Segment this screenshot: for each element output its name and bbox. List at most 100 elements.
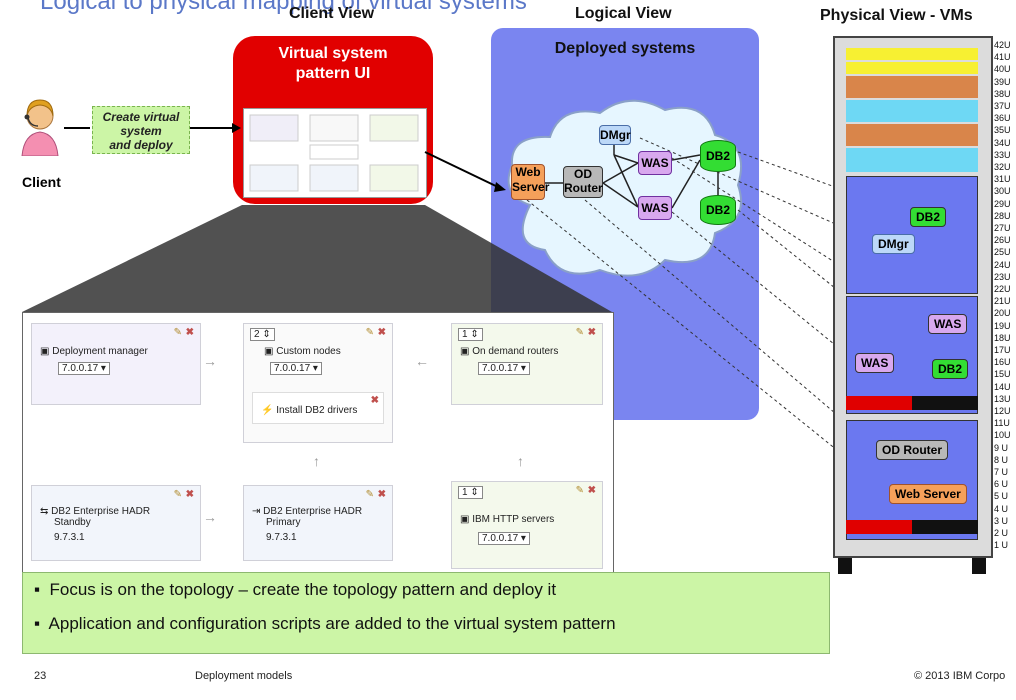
- close-icon[interactable]: ✖: [377, 327, 386, 338]
- client-label: Client: [22, 174, 61, 190]
- bullet-1: ▪ Focus is on the topology – create the …: [34, 580, 557, 599]
- script-install-db2[interactable]: ✖ ⚡ Install DB2 drivers: [252, 392, 384, 424]
- rack-unit-label: 5 U: [994, 491, 1009, 502]
- close-icon[interactable]: ✖: [370, 395, 379, 406]
- tile-title-text: DB2 Enterprise HADR: [263, 506, 363, 517]
- version-value: 7.0.0.17: [482, 533, 519, 544]
- rack-band-cyan-2: [846, 148, 978, 172]
- edit-icon[interactable]: ✎: [173, 489, 182, 500]
- rack-unit-label: 32U: [994, 162, 1011, 172]
- rack-band-orange-1: [846, 76, 978, 98]
- script-title-text: Install DB2 drivers: [276, 405, 358, 416]
- edit-icon[interactable]: ✎: [365, 327, 374, 338]
- close-icon[interactable]: ✖: [185, 489, 194, 500]
- vm-was-a: WAS: [928, 314, 968, 334]
- close-icon[interactable]: ✖: [185, 327, 194, 338]
- tile-db2-primary[interactable]: ✎✖ ⇥ DB2 Enterprise HADR Primary 9.7.3.1: [243, 485, 393, 561]
- count-value: 2: [254, 329, 260, 340]
- thumbnail-drawing: [249, 114, 419, 192]
- tile-od-routers[interactable]: 1 ⇕ ✎✖ ▣ On demand routers 7.0.0.17 ▾: [451, 323, 603, 405]
- close-icon[interactable]: ✖: [587, 327, 596, 338]
- rack-unit-label: 30U: [994, 186, 1011, 197]
- rack-unit-label: 18U: [994, 332, 1011, 343]
- rack-unit-label: 2 U: [994, 528, 1009, 538]
- version-select[interactable]: 7.0.0.17 ▾: [478, 532, 530, 545]
- arrow-up-1: ↑: [313, 453, 320, 469]
- rack-foot-right: [972, 558, 986, 574]
- web-line-2: Server: [512, 180, 550, 194]
- close-icon[interactable]: ✖: [377, 489, 386, 500]
- logical-view-header: Logical View: [575, 5, 672, 22]
- vm-web-server: Web Server: [889, 484, 967, 504]
- rack-unit-label: 38U: [994, 88, 1011, 99]
- notes-box: [22, 572, 830, 654]
- rack-unit-label: 36U: [994, 113, 1011, 124]
- edit-icon[interactable]: ✎: [575, 327, 584, 338]
- rack-foot-left: [838, 558, 852, 574]
- tile-deployment-manager[interactable]: ✎✖ ▣ Deployment manager 7.0.0.17 ▾: [31, 323, 201, 405]
- version-select[interactable]: 7.0.0.17 ▾: [58, 362, 110, 375]
- tile-title-line-2: Primary: [266, 517, 301, 528]
- count-stepper[interactable]: 2 ⇕: [250, 328, 275, 341]
- logical-db2-1: DB2: [700, 140, 736, 172]
- version-select[interactable]: 7.0.0.17 ▾: [270, 362, 322, 375]
- tile-db2-standby[interactable]: ✎✖ ⇆ DB2 Enterprise HADR Standby 9.7.3.1: [31, 485, 201, 561]
- rack-unit-label: 24U: [994, 259, 1011, 270]
- rack-unit-label: 33U: [994, 149, 1011, 160]
- vm-dmgr: DMgr: [872, 234, 915, 254]
- slide-title: Logical to physical mapping of virtual s…: [40, 0, 527, 15]
- rack-unit-label: 41U: [994, 52, 1011, 63]
- rack-unit-label: 14U: [994, 381, 1011, 392]
- client-view-header: Client View: [289, 5, 375, 22]
- create-line-3: and deploy: [109, 138, 173, 152]
- vm-db2-top: DB2: [910, 207, 947, 227]
- physical-view-header: Physical View - VMs: [820, 7, 973, 24]
- arrow-right-2: →: [203, 509, 217, 525]
- rack-unit-label: 26U: [994, 235, 1011, 246]
- rack-host-2-red: [846, 396, 912, 410]
- footer-section: Deployment models: [195, 670, 293, 682]
- arrow-left-1: ←: [415, 353, 429, 369]
- count-stepper[interactable]: 1 ⇕: [458, 328, 483, 341]
- tile-title-text: Deployment manager: [52, 346, 148, 357]
- version-select[interactable]: 7.0.0.17 ▾: [478, 362, 530, 375]
- edit-icon[interactable]: ✎: [365, 489, 374, 500]
- rack-unit-label: 39U: [994, 76, 1011, 87]
- od-line-1: OD: [574, 167, 592, 181]
- logical-dmgr: DMgr: [599, 125, 631, 145]
- rack-unit-label: 1 U: [994, 540, 1009, 551]
- vm-db2-low: DB2: [932, 359, 969, 379]
- tile-custom-nodes[interactable]: 2 ⇕ ✎✖ ▣ Custom nodes 7.0.0.17 ▾ ✖ ⚡ Ins…: [243, 323, 393, 443]
- edit-icon[interactable]: ✎: [575, 485, 584, 496]
- tile-ihs[interactable]: 1 ⇕ ✎✖ ▣ IBM HTTP servers 7.0.0.17 ▾: [451, 481, 603, 569]
- tile-version: 9.7.3.1: [266, 532, 297, 543]
- rack-unit-label: 31U: [994, 174, 1011, 185]
- rack-unit-label: 25U: [994, 247, 1011, 258]
- tile-title: ▣ Custom nodes: [264, 346, 341, 357]
- rack-host-3-red: [846, 520, 912, 534]
- tile-title: ⇥ DB2 Enterprise HADR Primary 9.7.3.1: [252, 506, 362, 543]
- arrow-up-2: ↑: [517, 453, 524, 469]
- tile-version: 9.7.3.1: [54, 532, 85, 543]
- rack-unit-label: 42U: [994, 40, 1011, 50]
- rack-unit-label: 10U: [994, 430, 1011, 441]
- rack-unit-label: 28U: [994, 210, 1011, 221]
- version-value: 7.0.0.17: [62, 363, 99, 374]
- close-icon[interactable]: ✖: [587, 485, 596, 496]
- rack-unit-label: 20U: [994, 308, 1011, 319]
- logical-od-router: OD Router: [563, 166, 603, 198]
- rack-unit-label: 22U: [994, 284, 1011, 294]
- od-line-2: Router: [564, 181, 603, 195]
- rack-unit-label: 8 U: [994, 454, 1009, 465]
- rack-unit-label: 16U: [994, 357, 1011, 368]
- count-stepper[interactable]: 1 ⇕: [458, 486, 483, 499]
- edit-icon[interactable]: ✎: [173, 327, 182, 338]
- rack-unit-label: 15U: [994, 369, 1011, 380]
- logical-web-server: Web Server: [511, 164, 550, 200]
- rack-unit-label: 7 U: [994, 467, 1009, 477]
- client-person-icon: [21, 99, 59, 156]
- arrow-right-1: →: [203, 353, 217, 369]
- rack-unit-label: 23U: [994, 271, 1011, 282]
- rack-unit-label: 27U: [994, 223, 1011, 233]
- rack-unit-label: 9 U: [994, 442, 1009, 453]
